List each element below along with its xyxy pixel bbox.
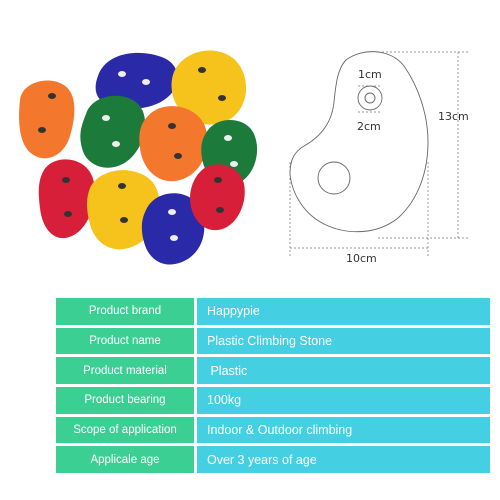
spec-row-brand: Product brand Happypie bbox=[56, 298, 490, 325]
spec-label: Product name bbox=[56, 327, 194, 355]
blue-hold bbox=[95, 52, 178, 109]
climbing-holds-image bbox=[19, 50, 258, 265]
spec-row-scope: Scope of application Indoor & Outdoor cl… bbox=[56, 416, 490, 444]
hold-outline bbox=[289, 51, 429, 233]
dimension-13cm: 13cm bbox=[438, 110, 469, 123]
dimension-diagram bbox=[289, 51, 468, 256]
spec-row-material: Product material Plastic bbox=[56, 357, 490, 384]
spec-value: Plastic Climbing Stone bbox=[197, 327, 490, 355]
spec-label: Scope of application bbox=[56, 416, 194, 444]
spec-row-bearing: Product bearing 100kg bbox=[56, 387, 490, 414]
dimension-2cm: 2cm bbox=[357, 120, 381, 133]
orange-hold-center bbox=[139, 106, 208, 182]
spec-value: Over 3 years of age bbox=[197, 446, 490, 473]
blue-hold-bottom bbox=[141, 193, 205, 265]
spec-value: Indoor & Outdoor climbing bbox=[197, 416, 490, 444]
spec-value: Happypie bbox=[197, 298, 490, 325]
green-hold bbox=[80, 95, 146, 168]
dimension-10cm: 10cm bbox=[346, 252, 377, 265]
spec-label: Product brand bbox=[56, 298, 194, 325]
yellow-hold-bottom bbox=[87, 170, 160, 250]
spec-row-age: Applicale age Over 3 years of age bbox=[56, 446, 490, 473]
yellow-hold bbox=[171, 50, 247, 125]
orange-hold bbox=[19, 80, 75, 159]
spec-label: Product material bbox=[56, 357, 194, 384]
red-hold bbox=[38, 159, 95, 239]
red-hold-right bbox=[190, 164, 245, 231]
spec-label: Product bearing bbox=[56, 387, 194, 414]
spec-row-name: Product name Plastic Climbing Stone bbox=[56, 327, 490, 355]
spec-value: Plastic bbox=[197, 357, 490, 384]
spec-value: 100kg bbox=[197, 387, 490, 414]
spec-table: Product brand Happypie Product name Plas… bbox=[56, 298, 490, 476]
dimension-1cm: 1cm bbox=[358, 68, 382, 81]
spec-label: Applicale age bbox=[56, 446, 194, 473]
